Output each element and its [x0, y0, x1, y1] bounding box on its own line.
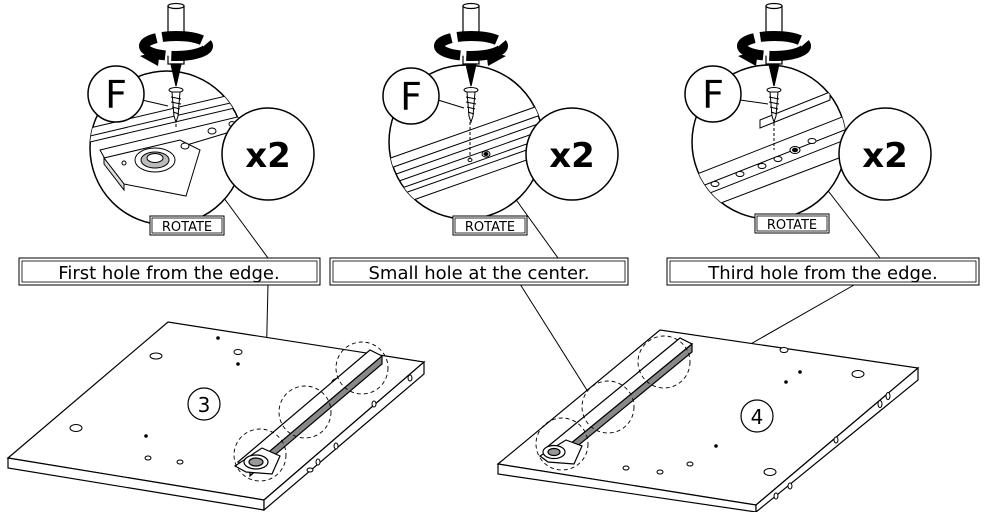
drill-zones-left — [233, 341, 389, 482]
quantity-badge-3: x2 — [838, 107, 932, 201]
step-number-3: 3 — [187, 387, 221, 421]
screw-icon — [766, 87, 782, 124]
caption-box-1: First hole from the edge. — [18, 257, 321, 286]
quantity-label: x2 — [549, 136, 595, 176]
drill-zones-right — [535, 335, 691, 471]
caption-text: Third hole from the edge. — [707, 263, 937, 284]
svg-text:3: 3 — [198, 393, 211, 417]
quantity-label: x2 — [862, 136, 908, 176]
rotation-arrow-icon — [737, 31, 811, 66]
rotation-arrow-icon — [434, 31, 508, 66]
quantity-badge-1: x2 — [221, 107, 315, 201]
rotation-arrow-icon — [139, 31, 213, 66]
part-f-badge-2: F — [382, 67, 440, 125]
screw-icon — [168, 87, 184, 124]
caption-text: Small hole at the center. — [369, 263, 590, 284]
rotate-label-2: ROTATE — [452, 215, 528, 236]
rotate-text: ROTATE — [767, 218, 817, 233]
quantity-label: x2 — [245, 136, 291, 176]
part-f-badge-1: F — [87, 65, 145, 123]
part-letter: F — [702, 73, 724, 117]
panel-left — [6, 321, 426, 512]
rotate-label-1: ROTATE — [149, 215, 225, 236]
part-letter: F — [105, 73, 127, 117]
step-number-4: 4 — [740, 399, 774, 433]
rotate-text: ROTATE — [162, 220, 212, 235]
part-f-badge-3: F — [684, 65, 742, 123]
panel-right — [496, 329, 920, 512]
caption-text: First hole from the edge. — [58, 263, 279, 284]
quantity-badge-2: x2 — [525, 107, 619, 201]
rotate-label-3: ROTATE — [754, 213, 830, 234]
part-letter: F — [400, 75, 422, 119]
caption-box-3: Third hole from the edge. — [666, 257, 980, 286]
screw-icon — [463, 87, 479, 124]
caption-box-2: Small hole at the center. — [329, 257, 629, 286]
rotate-text: ROTATE — [465, 220, 515, 235]
svg-text:4: 4 — [751, 405, 764, 429]
